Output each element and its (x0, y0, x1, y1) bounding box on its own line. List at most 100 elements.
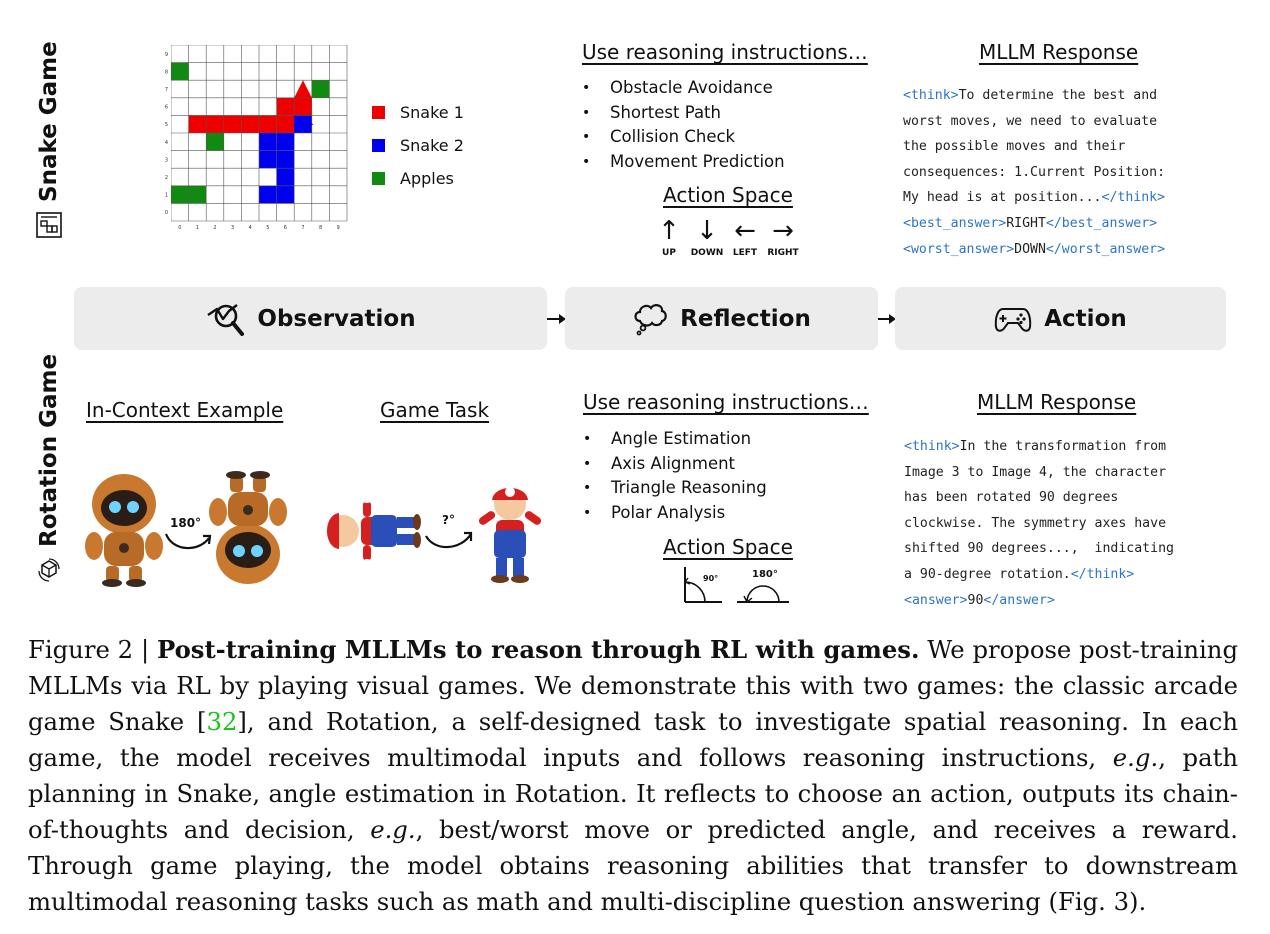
snake-1-segment (223, 115, 242, 133)
angle-180-label: 180° (752, 569, 778, 580)
snake-1-segment (259, 115, 277, 133)
reflection-stage: Reflection (565, 287, 878, 350)
grid-cell (223, 97, 242, 116)
x-tick-label: 3 (231, 225, 234, 231)
grid-cell (171, 80, 189, 98)
y-tick-label: 6 (165, 105, 168, 111)
x-tick-label: 1 (196, 225, 199, 231)
action-up: ↑UP (650, 218, 688, 258)
grid-cell (188, 80, 207, 98)
snake-1-head (294, 80, 312, 98)
best-answer-value: RIGHT (1006, 215, 1046, 231)
apple (206, 133, 224, 151)
action-label: UP (662, 248, 676, 258)
snake-2-segment (276, 150, 295, 169)
grid-cell (188, 97, 207, 116)
grid-cell (294, 185, 312, 204)
grid-cell (171, 115, 189, 133)
grid-cell (223, 62, 242, 81)
grid-cell (241, 133, 259, 151)
rotation-instructions-list: •Angle Estimation•Axis Alignment•Triangl… (583, 427, 767, 525)
snake-2-head (294, 115, 314, 133)
action-stage: Action (895, 287, 1226, 350)
observation-stage: Observation (74, 287, 547, 350)
instruction-label: Angle Estimation (611, 429, 752, 448)
robot-upright-image (85, 474, 163, 587)
grid-cell (311, 203, 330, 221)
action-label: LEFT (732, 248, 758, 258)
legend-swatch (372, 139, 385, 152)
y-tick-label: 9 (165, 52, 168, 58)
grid-cell (171, 97, 189, 116)
snake-action-space-heading: Action Space (663, 183, 793, 207)
grid-cell (241, 150, 259, 169)
action-label: RIGHT (767, 248, 799, 258)
grid-cell (276, 45, 295, 63)
grid-cell (311, 185, 330, 204)
grid-cell (206, 185, 224, 204)
grid-cell (206, 62, 224, 81)
instruction-label: Obstacle Avoidance (610, 78, 773, 97)
grid-cell (206, 203, 224, 221)
grid-cell (223, 150, 242, 169)
instruction-item: •Movement Prediction (582, 150, 785, 175)
x-tick-label: 8 (319, 225, 322, 231)
observation-label: Observation (257, 305, 416, 332)
grid-cell (294, 45, 312, 63)
action-label: DOWN (690, 248, 724, 258)
grid-cell (206, 168, 224, 186)
grid-cell (259, 80, 277, 98)
grid-cell (259, 97, 277, 116)
apple (171, 185, 189, 204)
snake-response-heading: MLLM Response (979, 40, 1139, 64)
instruction-label: Axis Alignment (611, 453, 736, 473)
worst-answer-open-tag: <worst_answer> (903, 241, 1015, 257)
instruction-label: Polar Analysis (611, 502, 726, 522)
instruction-item: • Axis Alignment (583, 452, 767, 477)
grid-cell (188, 45, 207, 63)
snake-instructions-list: •Obstacle Avoidance•Shortest Path•Collis… (582, 76, 785, 174)
grid-cell (311, 62, 330, 81)
grid-cell (329, 62, 347, 81)
grid-cell (206, 80, 224, 98)
y-tick-label: 7 (165, 87, 168, 93)
grid-cell (171, 133, 189, 151)
legend-swatch (372, 106, 385, 119)
think-open-tag: <think> (903, 88, 959, 103)
bullet-icon: • (582, 129, 591, 146)
bullet-icon: • (583, 455, 592, 472)
snake-game-label: Snake Game (36, 41, 62, 202)
think-close-tag: </think> (1101, 190, 1166, 206)
citation-link[interactable]: 32 (206, 707, 238, 736)
task-angle-label: ?° (442, 513, 455, 527)
snake-action-space: ↑UP↓DOWN←LEFT→RIGHT (650, 218, 802, 258)
instruction-item: •Polar Analysis (583, 501, 767, 526)
action-down: ↓DOWN (688, 218, 726, 258)
grid-cell (206, 45, 224, 63)
snake-1-segment (188, 115, 207, 133)
snake-2-segment (276, 133, 295, 151)
snake-2-segment (259, 133, 277, 151)
figure-label: Figure 2 | (28, 635, 157, 664)
example-angle-label: 180° (170, 516, 202, 530)
mario-upright-image (473, 487, 547, 583)
snake-2-segment (259, 185, 277, 204)
snake-instructions-heading: Use reasoning instructions… (582, 40, 868, 64)
x-tick-label: 2 (213, 225, 216, 231)
grid-cell (276, 80, 295, 98)
grid-cell (171, 45, 189, 63)
grid-cell (171, 203, 189, 221)
bullet-icon: • (582, 104, 591, 121)
grid-cell (329, 203, 347, 221)
snake-1-segment (241, 115, 259, 133)
grid-cell (311, 133, 330, 151)
grid-cell (206, 97, 224, 116)
rotation-response-text: <think>In the transformation from Image … (904, 439, 1174, 608)
x-tick-label: 5 (266, 225, 269, 231)
snake-game-side-label: Snake Game (36, 41, 62, 238)
grid-cell (259, 45, 277, 63)
action-right: →RIGHT (764, 218, 802, 258)
thought-cloud-icon (634, 303, 668, 335)
instruction-label: Triangle Reasoning (611, 478, 767, 498)
